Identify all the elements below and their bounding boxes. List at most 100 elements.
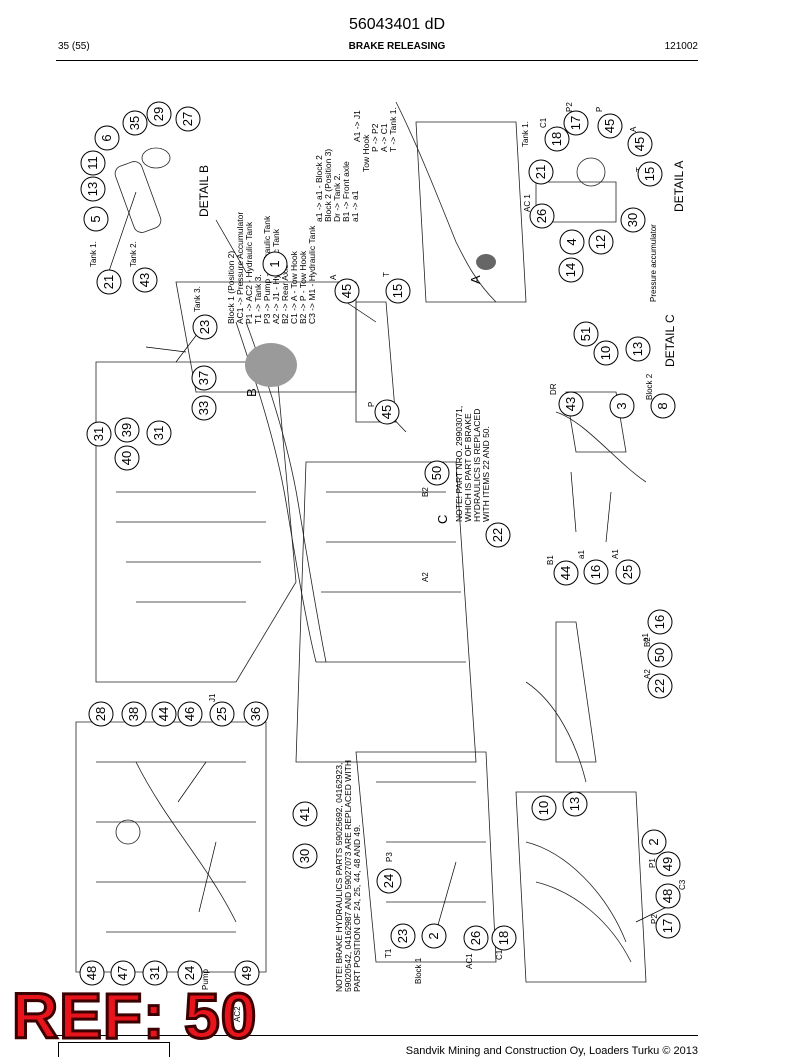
callout-number: 26 (534, 209, 549, 223)
callout-number: 13 (630, 342, 645, 356)
detail-b-line: a1 -> a1 - Block 2 (314, 155, 324, 222)
port-label: P (595, 107, 604, 112)
port-label: C3 (678, 879, 687, 890)
header-rule (56, 60, 698, 61)
port-label: C1 (495, 949, 504, 960)
callout-number: 51 (578, 327, 593, 341)
note-line: NOTE! BRAKE HYDRAULICS PARTS 59025692, 0… (334, 763, 344, 992)
port-label: a1 (577, 550, 586, 559)
port-label: AC 1 (523, 194, 532, 212)
note-line: HYDRAULICS IS REPLACED (472, 409, 482, 522)
callout-number: 1 (267, 260, 282, 267)
callout-number: 38 (126, 707, 141, 721)
callout-number: 25 (214, 707, 229, 721)
note-line: NOTE! PART NRO. 29903071, (454, 406, 464, 522)
callout-number: 45 (339, 284, 354, 298)
callout-number: 36 (248, 707, 263, 721)
port-label: AC2 (233, 1006, 242, 1022)
port-label: Block 2 (645, 373, 654, 400)
callout-number: 45 (379, 405, 394, 419)
callout-number: 47 (115, 966, 130, 980)
callout-number: 31 (151, 426, 166, 440)
detail-b-line: B1 -> Front axle (341, 161, 351, 222)
port-label: A2 (421, 572, 430, 582)
callout-number: 13 (567, 797, 582, 811)
callout-number: 10 (598, 346, 613, 360)
callout-number: 25 (620, 565, 635, 579)
callout-number: 45 (632, 137, 647, 151)
callout-number: 43 (137, 273, 152, 287)
callout-number: 26 (468, 931, 483, 945)
detail-b-line: Dr -> Tank 2. (332, 173, 342, 222)
callout-number: 8 (655, 402, 670, 409)
view-a-highlight (476, 254, 496, 270)
tow-hook-line: P -> P2 (370, 123, 380, 152)
callout-number: 45 (602, 119, 617, 133)
detail-b-line: C1 -> A - Tow Hook (289, 250, 299, 324)
port-labels: Tank 1. Tank 2. Tank 3. Tank 1. A B C A … (62, 102, 687, 1027)
callout-number: 49 (660, 857, 675, 871)
detail-c-title: DETAIL C (663, 314, 677, 367)
callout-number: 16 (588, 565, 603, 579)
callout-number: 24 (381, 874, 396, 888)
port-label: J1 (62, 1018, 71, 1027)
callout-number: 35 (127, 116, 142, 130)
port-label: A2 (643, 669, 652, 679)
callout-numbers: 5 13 11 6 35 29 27 21 43 1 23 37 33 31 3… (84, 107, 675, 980)
note-line: 59020542, 04162987 AND 59027073 ARE REPL… (343, 760, 353, 992)
port-label: T (382, 272, 391, 277)
callout-number: 40 (119, 451, 134, 465)
callout-number: 29 (151, 107, 166, 121)
callout-number: 3 (614, 402, 629, 409)
callout-number: 5 (88, 215, 103, 222)
callout-number: 49 (239, 966, 254, 980)
detail-b-block2: a1 -> a1 - Block 2 Block 2 (Position 3) … (314, 149, 360, 222)
detail-b-line: a1 -> a1 (350, 190, 360, 222)
callout-number: 50 (429, 466, 444, 480)
callout-number: 27 (180, 112, 195, 126)
port-label: DR (549, 383, 558, 395)
port-label: A (329, 274, 338, 280)
detail-b-line: Block 2 (Position 3) (323, 149, 333, 222)
port-label: P2 (565, 102, 574, 112)
port-label: T1 (384, 948, 393, 958)
callout-number: 11 (85, 156, 100, 170)
view-label-a: A (468, 275, 483, 284)
callout-number: 13 (85, 182, 100, 196)
view-label-b: B (244, 388, 259, 397)
tow-hook-line: A1 -> J1 (352, 110, 362, 142)
detail-b-line: AC1 -> Pressure Accumulator (235, 212, 245, 324)
detail-b-line: P1 -> AC2 - Hydraulic Tank (244, 221, 254, 324)
port-label: P (367, 402, 376, 407)
port-label: P1 (648, 858, 657, 868)
callout-number: 48 (660, 889, 675, 903)
port-label: AC1 (465, 953, 474, 969)
company-logo (58, 1042, 170, 1057)
footer-rule (56, 1035, 698, 1036)
detail-b-line: T1 -> Tank 3. (253, 274, 263, 324)
callout-number: 46 (182, 707, 197, 721)
detail-b-line: B2 -> P - Tow Hook (298, 250, 308, 324)
callout-number: 44 (156, 707, 171, 721)
port-label: a1 (641, 633, 650, 642)
callout-number: 23 (395, 929, 410, 943)
detail-a-title: DETAIL A (672, 161, 686, 212)
callout-number: 24 (182, 966, 197, 980)
tow-hook-line: Tow Hook (361, 134, 371, 172)
port-label: J1 (208, 693, 217, 702)
port-label: P2 (650, 914, 659, 924)
callout-number: 30 (625, 213, 640, 227)
tow-hook-line: T -> Tank 1. (388, 107, 398, 152)
callout-number: 22 (652, 679, 667, 693)
callout-number: 30 (297, 849, 312, 863)
detail-b-line: C3 -> M1 - Hydraulic Tank (307, 225, 317, 324)
view-b-highlight (245, 343, 297, 387)
callout-number: 17 (568, 116, 583, 130)
callout-number: 6 (99, 134, 114, 141)
callout-number: 18 (496, 931, 511, 945)
port-label: B1 (546, 555, 555, 565)
page-title: BRAKE RELEASING (348, 41, 446, 52)
callout-number: 21 (533, 165, 548, 179)
view-label-c: C (435, 515, 450, 524)
callout-number: 44 (558, 566, 573, 580)
